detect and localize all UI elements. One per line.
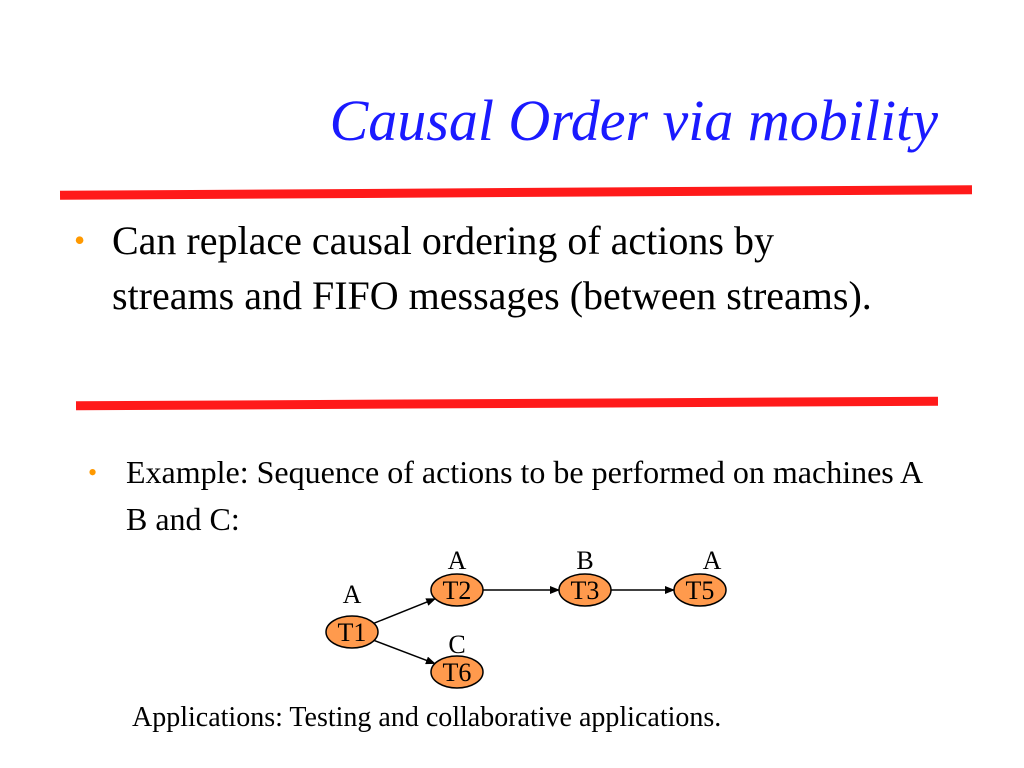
machine-label: A: [703, 546, 722, 575]
bullet-text: Can replace causal ordering of actions b…: [112, 218, 872, 318]
node-label: T2: [443, 576, 472, 605]
node-t2: T2A: [430, 546, 484, 607]
machine-label: B: [576, 546, 593, 575]
node-shape: [325, 615, 379, 649]
node-shape: [430, 655, 484, 689]
node-shape: [673, 573, 727, 607]
node-t5: T5A: [673, 546, 727, 607]
edges-layer: [373, 586, 675, 665]
edge-t1-t6: [373, 639, 436, 665]
slide-title: Causal Order via mobility: [329, 88, 938, 153]
node-label: T1: [338, 618, 367, 647]
bullet-item: • Example: Sequence of actions to be per…: [88, 449, 948, 543]
node-t3: T3B: [558, 546, 612, 607]
node-shape: [430, 573, 484, 607]
bullet-marker: •: [74, 222, 86, 258]
machine-label: A: [448, 546, 467, 575]
node-t1: T1 A: [325, 580, 379, 649]
node-label: T6: [443, 658, 472, 687]
node-shape: [558, 573, 612, 607]
node-t6: T6C: [430, 630, 484, 689]
machine-label: A: [343, 580, 362, 609]
footer-text: Applications: Testing and collaborative …: [132, 702, 722, 733]
machine-label: C: [448, 630, 465, 659]
node-label: T5: [686, 576, 715, 605]
bullet-item: • Can replace causal ordering of actions…: [74, 213, 894, 323]
bullet-text: Example: Sequence of actions to be perfo…: [126, 454, 922, 537]
node-label: T3: [571, 576, 600, 605]
edge-t1-t2: [373, 598, 437, 624]
bullet-marker: •: [88, 458, 98, 487]
